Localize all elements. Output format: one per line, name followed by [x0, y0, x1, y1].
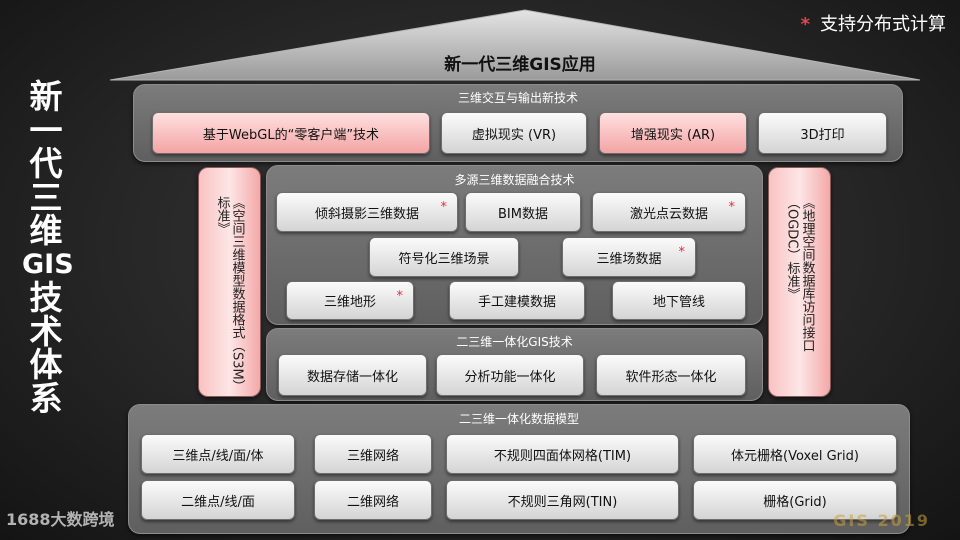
voxel-grid-box: 体元栅格(Voxel Grid) [693, 434, 897, 474]
side-title-char: 维 [29, 211, 63, 250]
box-label: 二维网络 [346, 494, 399, 510]
webgl-box: 基于WebGL的“零客户端”技术 [152, 112, 430, 154]
interaction-panel-title: 三维交互与输出新技术 [457, 91, 578, 105]
box-label: 地下管线 [652, 295, 705, 310]
distributed-note: * 支持分布式计算 [801, 10, 946, 36]
symbolic-scene-box: 符号化三维场景 [369, 237, 519, 277]
3d-geometry-box: 三维点/线/面/体 [141, 434, 295, 474]
box-label: 不规则三角网(TIN) [507, 494, 618, 510]
box-label: 符号化三维场景 [398, 251, 490, 267]
roof-title: 新一代三维GIS应用 [444, 55, 596, 75]
roof-shape [109, 9, 921, 81]
oblique-photo-box: 倾斜摄影三维数据 * [276, 192, 458, 232]
box-label: 数据存储一体化 [306, 369, 398, 385]
box-label: 三维网络 [346, 448, 399, 464]
side-title-char: 系 [29, 378, 63, 418]
box-label: 栅格(Grid) [763, 494, 827, 510]
box-label: 增强现实 (AR) [630, 127, 716, 143]
gis-tech-panel-title: 二三维一体化GIS技术 [456, 335, 573, 349]
vr-box: 虚拟现实 (VR) [441, 112, 587, 154]
box-label: BIM数据 [498, 206, 548, 222]
star-icon: * [800, 14, 810, 35]
field-data-box: 三维场数据 * [562, 237, 696, 277]
box-label: 倾斜摄影三维数据 [314, 206, 419, 222]
star-icon: * [678, 245, 686, 260]
tin-box: 不规则三角网(TIN) [446, 480, 679, 520]
analysis-box: 分析功能一体化 [436, 354, 584, 396]
note-text: 支持分布式计算 [820, 14, 946, 35]
storage-box: 数据存储一体化 [278, 354, 427, 396]
fusion-panel-title: 多源三维数据融合技术 [454, 173, 575, 187]
ogdc-standard-label: 《地理空间数据库访问接口（OGDC）标准》 [784, 196, 815, 352]
star-icon: * [728, 200, 736, 215]
box-label: 二维点/线/面 [181, 494, 255, 510]
box-label: 软件形态一体化 [625, 369, 717, 385]
data-model-panel-title: 二三维一体化数据模型 [458, 412, 579, 426]
box-label: 体元栅格(Voxel Grid) [731, 448, 859, 464]
side-title-char: 新 [29, 77, 63, 116]
pipeline-box: 地下管线 [612, 281, 746, 320]
star-icon: * [440, 200, 448, 215]
box-label: 三维场数据 [596, 251, 662, 267]
terrain-box: 三维地形 * [286, 281, 414, 320]
watermark-right: GIS 2019 [833, 511, 930, 530]
box-label: 三维点/线/面/体 [172, 448, 264, 464]
point-cloud-box: 激光点云数据 * [592, 192, 746, 232]
3d-network-box: 三维网络 [314, 434, 432, 474]
box-label: 分析功能一体化 [464, 369, 556, 385]
3d-print-box: 3D打印 [758, 112, 887, 154]
ogdc-standard-box: 《地理空间数据库访问接口（OGDC）标准》 [768, 167, 831, 397]
s3m-standard-box: 《空间三维模型数据格式（S3M）标准》 [198, 167, 261, 397]
grid-box: 栅格(Grid) [693, 480, 897, 520]
box-label: 虚拟现实 (VR) [471, 127, 557, 143]
ar-box: 增强现实 (AR) [599, 112, 747, 154]
bim-box: BIM数据 [465, 192, 581, 232]
software-form-box: 软件形态一体化 [596, 354, 746, 396]
box-label: 手工建模数据 [477, 295, 556, 310]
side-title-char: 三 [29, 177, 63, 217]
side-title-char: 术 [29, 311, 63, 351]
box-label: 三维地形 [323, 295, 376, 310]
side-title-char: 技 [29, 278, 63, 317]
tim-box: 不规则四面体网格(TIM) [446, 434, 679, 474]
box-label: 基于WebGL的“零客户端”技术 [202, 127, 380, 143]
2d-geometry-box: 二维点/线/面 [141, 480, 295, 520]
side-title-char: GIS [22, 248, 74, 280]
side-title-char: 体 [29, 345, 63, 384]
box-label: 激光点云数据 [629, 206, 708, 222]
side-title: 新 一 代 三 维 GIS 技 术 体 系 [22, 77, 74, 418]
2d-network-box: 二维网络 [314, 480, 432, 520]
star-icon: * [396, 289, 404, 304]
side-title-char: 一 [29, 110, 63, 150]
side-title-char: 代 [29, 144, 63, 183]
box-label: 3D打印 [800, 127, 845, 143]
box-label: 不规则四面体网格(TIM) [493, 448, 632, 464]
s3m-standard-label: 《空间三维模型数据格式（S3M）标准》 [214, 196, 245, 393]
manual-model-box: 手工建模数据 [449, 281, 585, 320]
watermark-left: 1688大数跨境 [6, 510, 115, 529]
